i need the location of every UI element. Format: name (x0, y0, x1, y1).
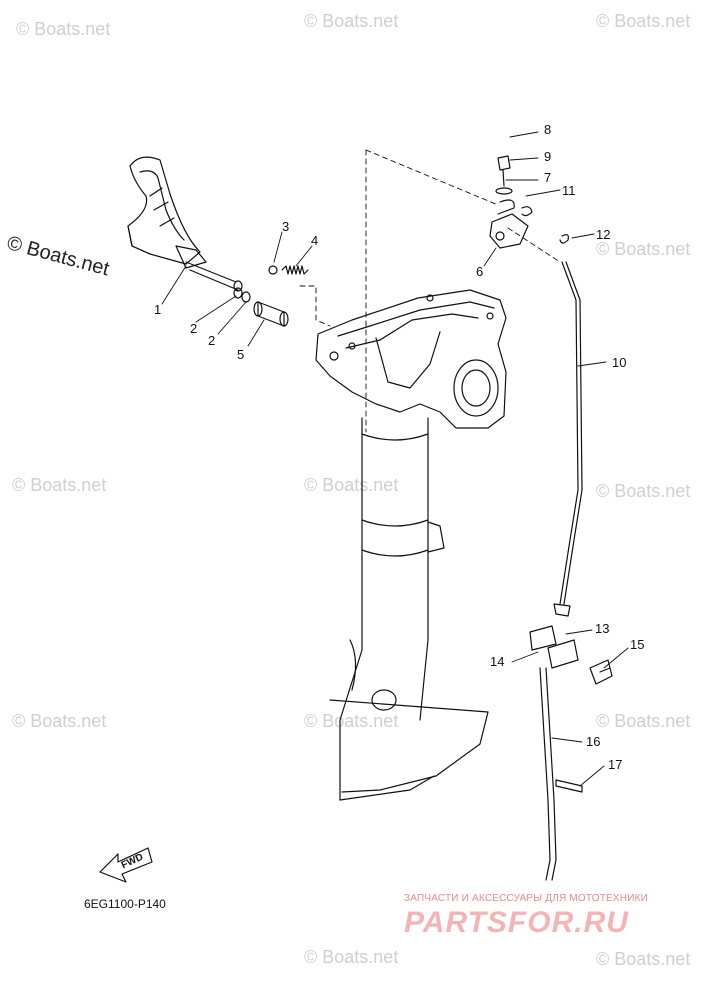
callout-1: 1 (154, 302, 162, 317)
callout-2: 2 (190, 321, 198, 336)
watermark: © Boats.net (596, 949, 691, 969)
watermark: © Boats.net (304, 711, 399, 731)
clip (559, 234, 569, 244)
callout-6: 6 (476, 264, 484, 279)
o-ring (241, 291, 251, 303)
lower-shaft (539, 667, 583, 881)
callout-2: 2 (208, 333, 216, 348)
callout-12: 12 (596, 227, 611, 242)
watermark: © Boats.net (596, 711, 691, 731)
callout-15: 15 (630, 637, 645, 652)
watermark: © Boats.net (12, 475, 107, 495)
callout-8: 8 (544, 122, 552, 137)
watermark: © Boats.net (304, 475, 399, 495)
watermark: © Boats.net (304, 947, 399, 967)
throttle-collar (253, 301, 289, 327)
drive-shaft-housing (329, 417, 489, 801)
callout-7: 7 (544, 170, 552, 185)
callout-13: 13 (595, 621, 610, 636)
brand-tagline: ЗАПЧАСТИ И АКСЕССУАРЫ ДЛЯ МОТОТЕХНИКИ (404, 893, 649, 904)
callout-17: 17 (608, 757, 623, 772)
diagram-code: 6EG1100-P140 (84, 897, 166, 911)
watermark: © Boats.net (12, 711, 107, 731)
watermark: © Boats.net (304, 11, 399, 31)
callout-3: 3 (282, 219, 290, 234)
lower-bracket (529, 625, 613, 685)
watermark: © Boats.net (596, 11, 691, 31)
fwd-arrow (99, 847, 153, 883)
assembly-guide-lines (299, 149, 561, 433)
upper-casing (315, 289, 507, 429)
callout-11: 11 (562, 183, 576, 198)
watermark: © Boats.net (16, 19, 111, 39)
lever-bracket (489, 155, 533, 249)
tiller-handle (127, 156, 243, 292)
callout-10: 10 (612, 355, 627, 370)
o-ring (233, 287, 243, 299)
callout-16: 16 (586, 734, 601, 749)
brand-logo: PARTSFOR.RU (404, 906, 629, 939)
ball (268, 265, 278, 275)
callout-14: 14 (490, 654, 505, 669)
watermark: © Boats.net (596, 239, 691, 259)
callout-9: 9 (544, 149, 552, 164)
spring (281, 265, 309, 275)
callout-4: 4 (311, 233, 319, 248)
leader-lines (161, 131, 629, 787)
watermark: © Boats.net (596, 481, 691, 501)
throttle-rod (553, 261, 583, 617)
callout-5: 5 (237, 347, 245, 362)
